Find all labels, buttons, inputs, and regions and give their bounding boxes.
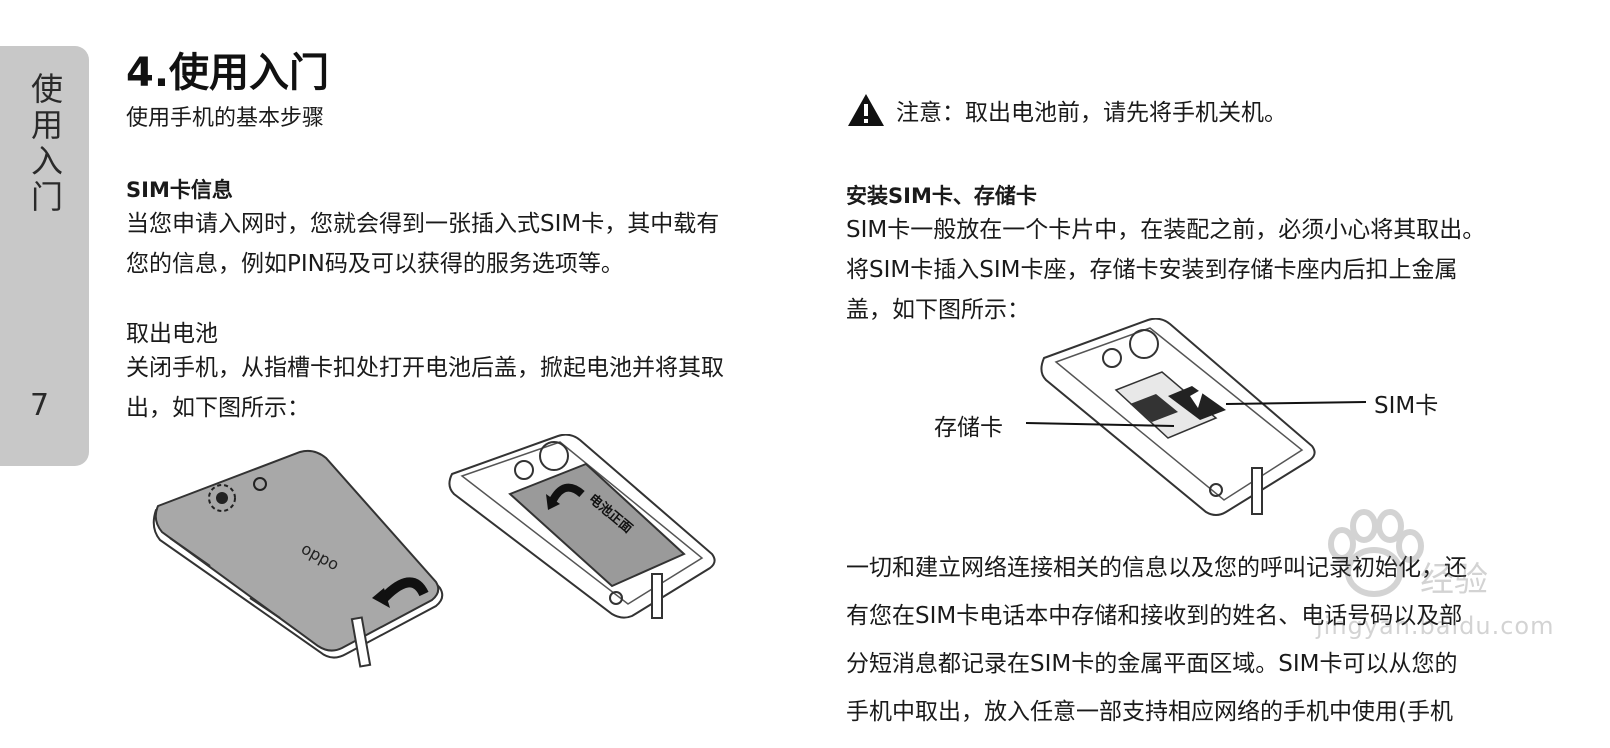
paw-icon <box>1328 509 1424 597</box>
install-line-3: 盖，如下图所示： <box>846 297 1030 323</box>
warning-icon <box>848 94 884 126</box>
sim-card-label: SIM卡 <box>1374 393 1439 419</box>
sim-slot-illustration <box>1040 318 1316 516</box>
install-heading: 安装SIM卡、存储卡 <box>846 184 1037 208</box>
side-tab-title: 使用入门 <box>26 72 64 216</box>
info-line-2: 有您在SIM卡电话本中存储和接收到的姓名、电话号码以及部 <box>846 603 1463 629</box>
sim-info-heading: SIM卡信息 <box>126 178 233 202</box>
phone-battery-illustration: 电池正面 <box>448 434 716 619</box>
info-line-3: 分短消息都记录在SIM卡的金属平面区域。SIM卡可以从您的 <box>846 651 1458 677</box>
sim-card-leader-line <box>1226 401 1366 405</box>
page-subtitle: 使用手机的基本步骤 <box>126 106 325 131</box>
remove-battery-heading: 取出电池 <box>126 321 218 347</box>
warning-row: 注意：取出电池前，请先将手机关机。 <box>846 92 1287 128</box>
phone-back-cover-illustration: oppo <box>152 449 444 668</box>
watermark-url: jingyan.baidu.com <box>1316 612 1555 640</box>
install-line-2: 将SIM卡插入SIM卡座，存储卡安装到存储卡座内后扣上金属 <box>846 257 1458 283</box>
baidu-watermark: 经验 jingyan.baidu.com <box>1300 508 1553 678</box>
warning-text: 注意：取出电池前，请先将手机关机。 <box>896 100 1287 126</box>
install-line-1: SIM卡一般放在一个卡片中，在装配之前，必须小心将其取出。 <box>846 217 1486 243</box>
info-line-1: 一切和建立网络连接相关的信息以及您的呼叫记录初始化，还 <box>846 555 1467 581</box>
side-tab <box>0 46 89 466</box>
storage-card-label: 存储卡 <box>934 415 1003 441</box>
info-line-4: 手机中取出，放入任意一部支持相应网络的手机中使用(手机 <box>846 699 1453 725</box>
remove-battery-line-1: 关闭手机，从指槽卡扣处打开电池后盖，掀起电池并将其取 <box>126 355 724 381</box>
sim-info-line-1: 当您申请入网时，您就会得到一张插入式SIM卡，其中载有 <box>126 211 720 237</box>
sim-info-line-2: 您的信息，例如PIN码及可以获得的服务选项等。 <box>126 251 624 277</box>
page-title: 4.使用入门 <box>126 50 330 96</box>
page-number: 7 <box>30 388 50 423</box>
storage-card-leader-line <box>1026 422 1174 427</box>
remove-battery-line-2: 出，如下图所示： <box>126 395 310 421</box>
watermark-text: 经验 <box>1420 560 1488 600</box>
